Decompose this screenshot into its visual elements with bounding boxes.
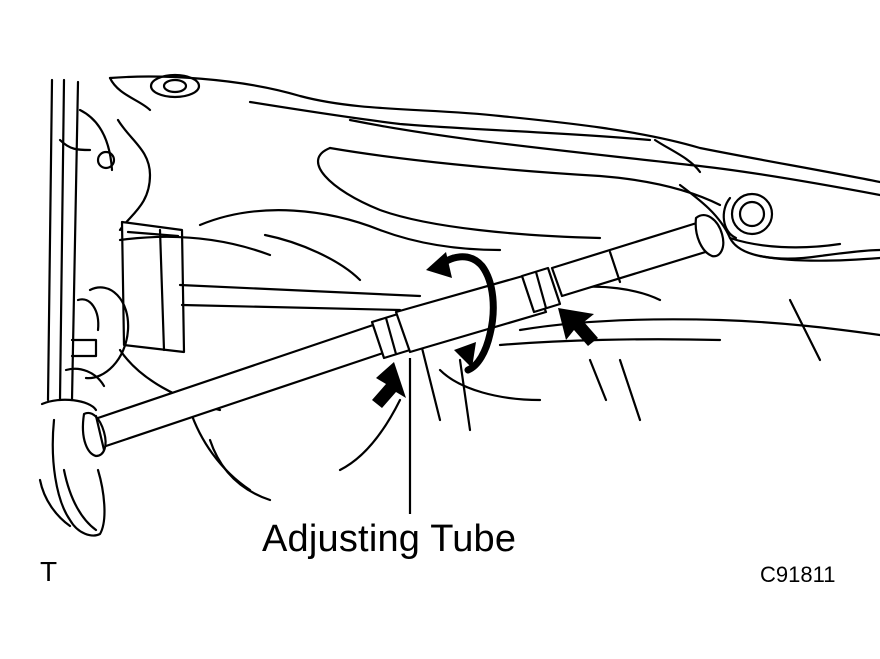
corner-mark: T: [40, 556, 58, 587]
pointer-arrow-left-icon: [372, 362, 406, 408]
tie-rod: [81, 214, 725, 458]
pointer-arrow-right-icon: [558, 308, 598, 346]
adjusting-tube-label: Adjusting Tube: [262, 518, 517, 560]
figure-code: C91811: [760, 562, 836, 587]
rotation-arrow-icon: [426, 252, 497, 374]
